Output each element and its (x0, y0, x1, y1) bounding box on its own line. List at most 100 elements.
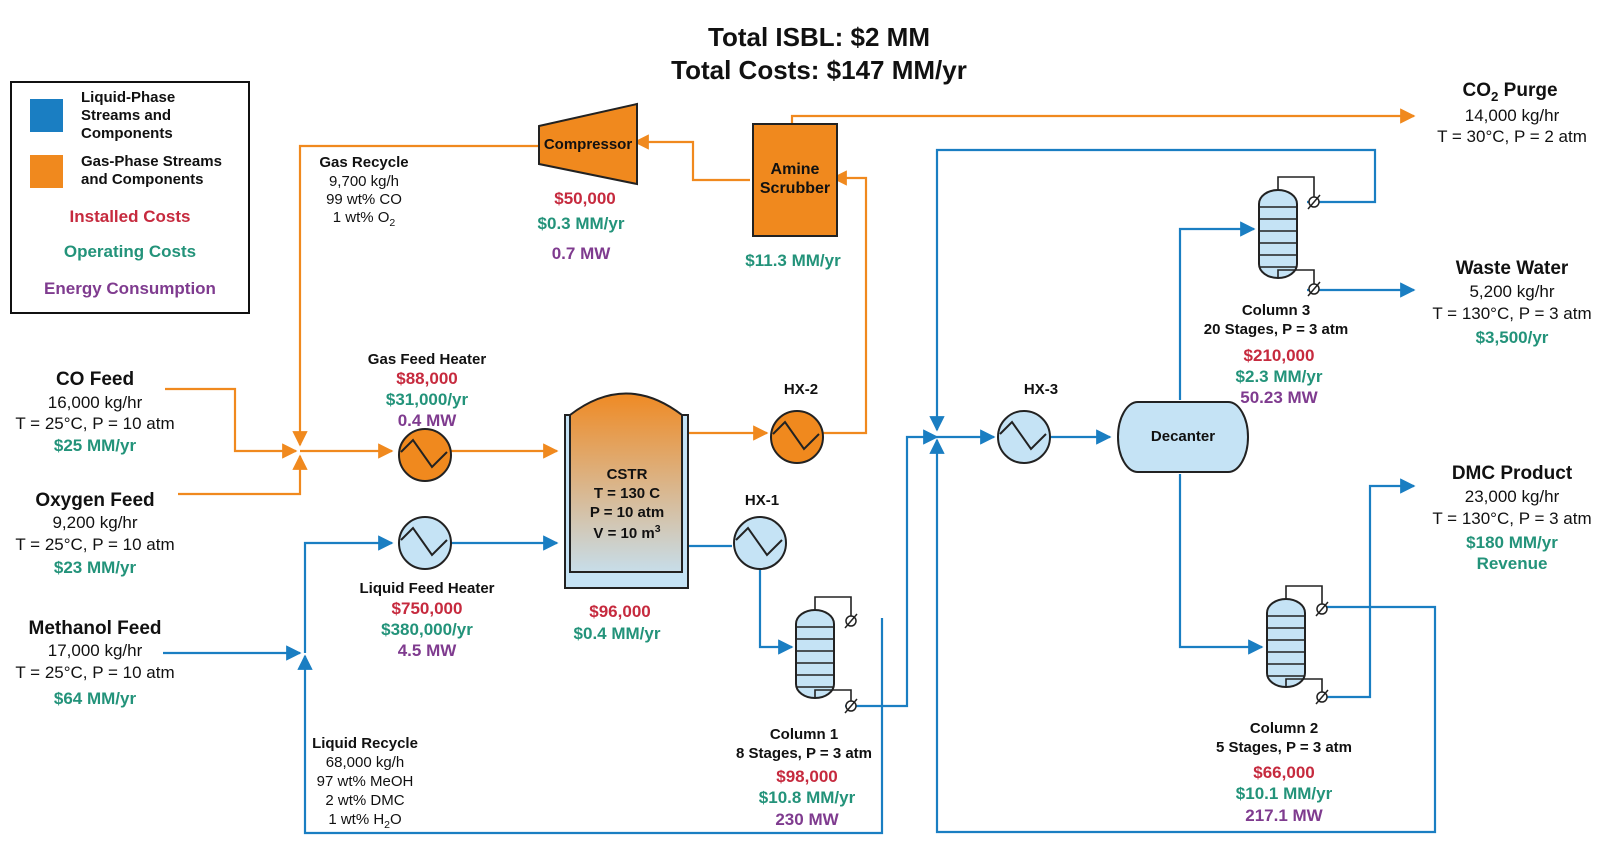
column1-operating: $10.8 MM/yr (758, 788, 856, 807)
dmc-product-revenue-label: Revenue (1476, 554, 1548, 573)
gas-feed-heater-name: Gas Feed Heater (367, 351, 487, 368)
co-feed-conditions: T = 25°C, P = 10 atm (15, 414, 175, 433)
dmc-product-revenue: $180 MM/yr (1466, 533, 1558, 552)
legend-installed-costs: Installed Costs (69, 207, 191, 226)
dmc-product-stream (1325, 478, 1416, 699)
column3-unit (1258, 176, 1321, 297)
oxygen-feed-cost: $23 MM/yr (53, 558, 137, 577)
waste-water-conditions: T = 130°C, P = 3 atm (1432, 304, 1592, 323)
mixed-liquid-to-heater (303, 535, 394, 653)
compressor-unit (538, 102, 638, 186)
hx3-label: HX-3 (1023, 381, 1059, 398)
dmc-product-name: DMC Product (1451, 463, 1573, 484)
liquid-feed-heater-unit (398, 516, 452, 570)
hx3-unit (997, 410, 1051, 464)
legend-operating-costs: Operating Costs (63, 242, 197, 261)
column3-energy: 50.23 MW (1240, 388, 1318, 407)
legend-liquid-label: Liquid-Phase Streams and Components (81, 89, 176, 142)
co2-purge-conditions: T = 30°C, P = 2 atm (1437, 127, 1587, 146)
scrubber-to-compressor (633, 134, 750, 182)
total-costs-title: Total Costs: $147 MM/yr (671, 55, 967, 85)
decanter-vessel (1117, 401, 1249, 473)
oxygen-feed-stream (178, 454, 308, 496)
gas-recycle-comp2: 1 wt% O2 (332, 209, 396, 229)
compressor-installed: $50,000 (554, 189, 616, 208)
oxygen-feed-conditions: T = 25°C, P = 10 atm (15, 535, 175, 554)
column2-installed: $66,000 (1253, 763, 1315, 782)
gas-feed-heater-operating: $31,000/yr (385, 390, 469, 409)
column2-recycle (929, 438, 1437, 834)
liquid-recycle-stream (297, 618, 884, 835)
gas-recycle-name: Gas Recycle (319, 154, 409, 171)
column1-unit (795, 596, 858, 714)
cstr-name: CSTR (606, 466, 648, 483)
legend-energy-consumption: Energy Consumption (44, 279, 216, 298)
gas-recycle-comp1: 99 wt% CO (326, 191, 402, 208)
co2-purge-stream (790, 108, 1416, 124)
waste-water-cost: $3,500/yr (1475, 328, 1549, 347)
hx1-label: HX-1 (744, 492, 780, 509)
gas-swatch (30, 155, 63, 188)
liquid-streams (163, 148, 1437, 835)
co-feed-name: CO Feed (55, 369, 135, 390)
cstr-pressure: P = 10 atm (589, 504, 665, 521)
gas-recycle-rate: 9,700 kg/h (328, 173, 400, 190)
co2-purge-name: CO2 Purge (1462, 80, 1558, 104)
amine-scrubber-label2: Scrubber (759, 180, 831, 197)
column2-operating: $10.1 MM/yr (1235, 784, 1333, 803)
hx1-unit (733, 516, 787, 570)
compressor-energy: 0.7 MW (551, 244, 611, 263)
column2-name: Column 2 (1249, 720, 1319, 737)
column1-spec: 8 Stages, P = 3 atm (735, 745, 873, 762)
gas-feed-heater-installed: $88,000 (396, 369, 458, 388)
methanol-feed-cost: $64 MM/yr (53, 689, 137, 708)
decanter-to-column2 (1178, 474, 1264, 655)
hx1-to-column1 (758, 566, 794, 655)
amine-scrubber-operating: $11.3 MM/yr (745, 251, 841, 270)
liquid-feed-heater-operating: $380,000/yr (381, 620, 473, 639)
column3-spec: 20 Stages, P = 3 atm (1203, 321, 1349, 338)
liquid-recycle-comp2: 2 wt% DMC (325, 792, 405, 809)
liquid-recycle-comp1: 97 wt% MeOH (316, 773, 414, 790)
co-feed-rate: 16,000 kg/hr (47, 393, 143, 412)
decanter-to-column3 (1178, 221, 1256, 400)
oxygen-feed-name: Oxygen Feed (35, 490, 155, 511)
liquid-recycle-rate: 68,000 kg/h (325, 754, 405, 771)
hx2-unit (770, 410, 824, 464)
column3-operating: $2.3 MM/yr (1235, 367, 1323, 386)
column1-bottoms-to-hx3 (845, 429, 939, 708)
column1-name: Column 1 (769, 726, 839, 743)
liquid-recycle-comp3: 1 wt% H2O (328, 811, 402, 831)
liquid-swatch (30, 99, 63, 132)
liquid-feed-heater-name: Liquid Feed Heater (359, 580, 495, 597)
amine-scrubber-unit (752, 123, 838, 237)
oxygen-feed-rate: 9,200 kg/hr (52, 513, 138, 532)
column2-energy: 217.1 MW (1245, 806, 1323, 825)
methanol-feed-conditions: T = 25°C, P = 10 atm (15, 663, 175, 682)
liquid-recycle-name: Liquid Recycle (312, 735, 418, 752)
column1-installed: $98,000 (776, 767, 838, 786)
amine-scrubber-label1: Amine (770, 161, 820, 178)
methanol-feed-rate: 17,000 kg/hr (47, 641, 143, 660)
column3-name: Column 3 (1241, 302, 1311, 319)
dmc-product-rate: 23,000 kg/hr (1464, 487, 1560, 506)
column1-energy: 230 MW (775, 810, 839, 829)
column2-spec: 5 Stages, P = 3 atm (1215, 739, 1353, 756)
column3-bottoms-recycle (929, 148, 1377, 432)
gas-streams (165, 108, 1416, 496)
total-isbl-title: Total ISBL: $2 MM (708, 22, 930, 52)
gas-feed-heater-unit (398, 428, 452, 482)
liquid-feed-heater-energy: 4.5 MW (397, 641, 457, 660)
co2-purge-rate: 14,000 kg/hr (1464, 106, 1560, 125)
cstr-vessel (564, 392, 689, 589)
column2-unit (1266, 585, 1329, 705)
waste-water-name: Waste Water (1455, 258, 1569, 279)
liquid-feed-heater-installed: $750,000 (391, 599, 463, 618)
cstr-volume: V = 10 m3 (593, 523, 661, 542)
decanter-label: Decanter (1150, 428, 1216, 445)
hx2-to-scrubber (823, 170, 868, 435)
gas-recycle-stream (292, 144, 539, 447)
legend-gas-label: Gas-Phase Streams and Components (81, 153, 222, 188)
legend: Liquid-Phase Streams and Components Gas-… (10, 81, 250, 314)
